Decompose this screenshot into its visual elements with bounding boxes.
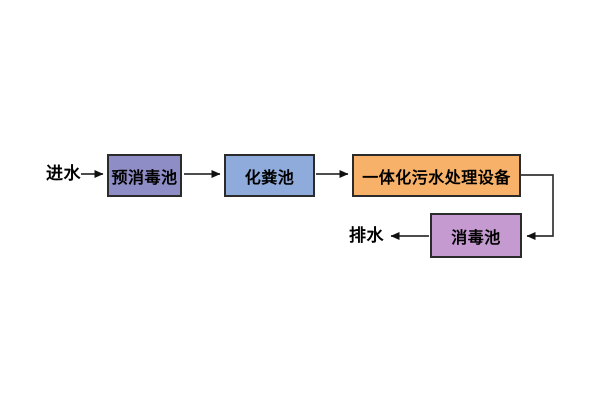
node-integrated-treatment-equipment: 一体化污水处理设备: [352, 154, 521, 197]
outlet-label: 排水: [349, 226, 384, 245]
node-disinfection-tank-label: 消毒池: [451, 229, 501, 247]
inlet-label: 进水: [46, 164, 81, 183]
node-pre-disinfection-tank: 预消毒池: [107, 154, 182, 197]
node-integrated-treatment-equipment-label: 一体化污水处理设备: [362, 169, 511, 187]
node-disinfection-tank: 消毒池: [430, 213, 522, 258]
arrow-integrated-to-disinfection: [521, 174, 554, 240]
node-septic-tank: 化粪池: [224, 154, 315, 197]
node-septic-tank-label: 化粪池: [244, 169, 295, 187]
node-pre-disinfection-tank-label: 预消毒池: [111, 169, 178, 187]
